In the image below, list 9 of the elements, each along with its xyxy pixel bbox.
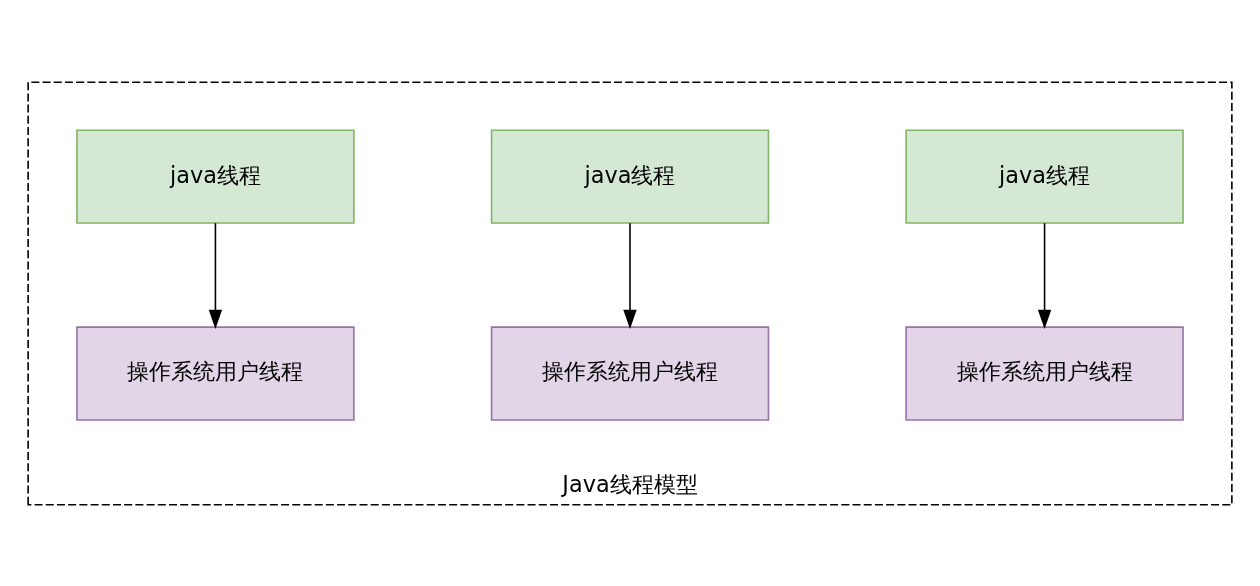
- arrow: [623, 221, 637, 329]
- node-box: 操作系统用户线程: [905, 325, 1184, 421]
- node-box: java线程: [490, 128, 770, 224]
- node-box: 操作系统用户线程: [490, 325, 770, 421]
- node-box: java线程: [76, 128, 355, 224]
- node-box: 操作系统用户线程: [76, 325, 355, 421]
- arrow: [1037, 221, 1052, 329]
- node-box: java线程: [905, 128, 1184, 224]
- arrow: [208, 221, 223, 329]
